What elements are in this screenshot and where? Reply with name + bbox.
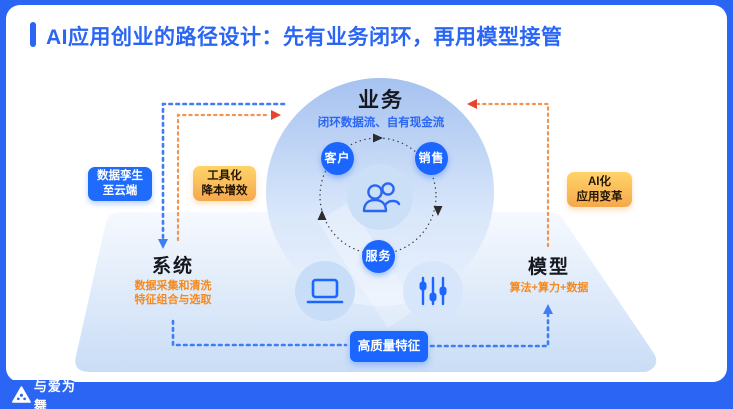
callout-line: AI化 bbox=[588, 175, 611, 188]
system-heading: 系统 bbox=[151, 256, 194, 277]
callout-line: 工具化 bbox=[207, 169, 242, 182]
node-sales: 销售 bbox=[415, 142, 448, 175]
callout-data-twin: 数据孪生 至云端 bbox=[88, 167, 152, 201]
callout-toolization: 工具化 降本增效 bbox=[193, 166, 256, 201]
model-tuning-circle bbox=[403, 261, 463, 321]
model-sub: 算法+算力+数据 bbox=[509, 282, 589, 294]
callout-line: 降本增效 bbox=[201, 184, 248, 197]
callout-ai-change: AI化 应用变革 bbox=[567, 172, 632, 207]
footer-brand-tab: 与爱为舞 bbox=[6, 379, 82, 409]
system-sub1: 数据采集和清洗 bbox=[134, 280, 212, 292]
laptop-icon bbox=[306, 278, 344, 304]
model-heading: 模型 bbox=[527, 257, 570, 278]
callout-line: 数据孪生 bbox=[97, 170, 143, 182]
callout-line: 应用变革 bbox=[576, 190, 623, 203]
business-core-circle bbox=[347, 164, 413, 230]
system-sub2: 特征组合与选取 bbox=[134, 294, 212, 306]
node-customer: 客户 bbox=[321, 142, 354, 175]
system-tool-circle bbox=[295, 261, 355, 321]
business-subtitle: 闭环数据流、自有现金流 bbox=[317, 117, 445, 129]
node-service: 服务 bbox=[362, 240, 395, 273]
brand-logo-icon bbox=[12, 386, 31, 403]
equalizer-icon bbox=[419, 276, 447, 306]
title-accent-bar bbox=[30, 22, 36, 47]
business-heading: 业务 bbox=[358, 89, 404, 112]
page-title: AI应用创业的路径设计：先有业务闭环，再用模型接管 bbox=[46, 26, 563, 49]
callout-line: 至云端 bbox=[102, 185, 138, 197]
feature-badge: 高质量特征 bbox=[350, 331, 428, 362]
brand-name: 与爱为舞 bbox=[33, 378, 76, 409]
people-icon bbox=[362, 182, 401, 213]
